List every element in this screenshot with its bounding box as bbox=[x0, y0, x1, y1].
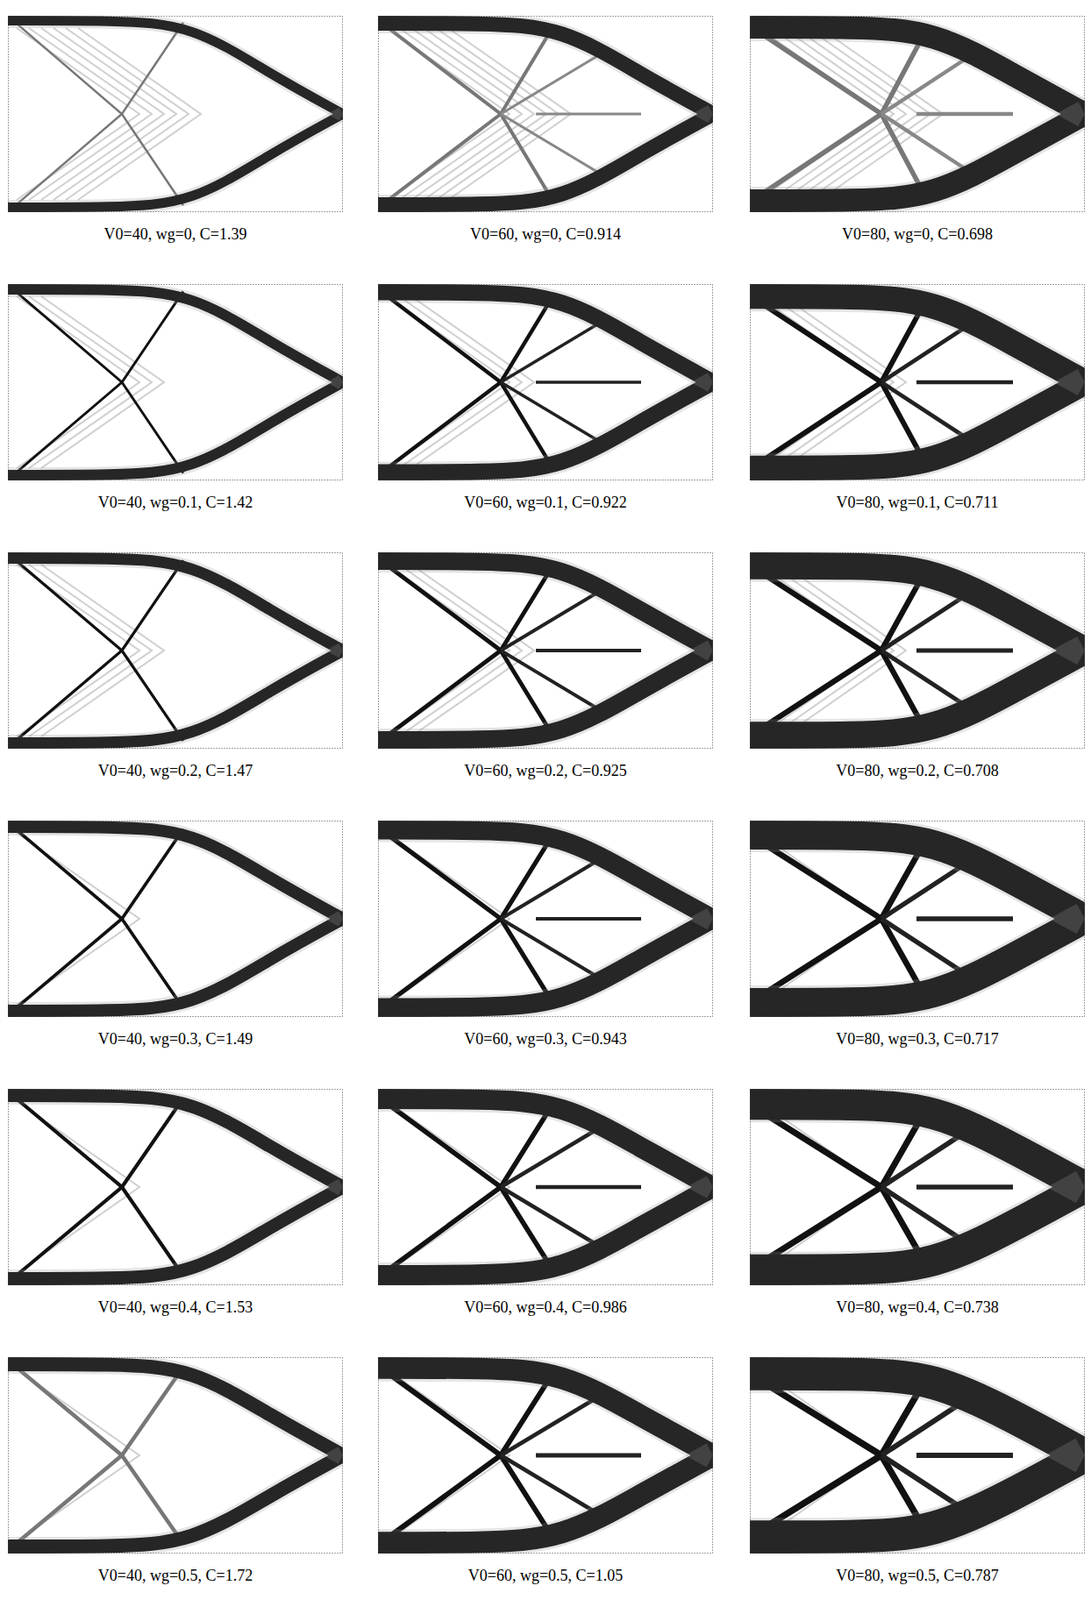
topology-result bbox=[741, 1090, 1085, 1286]
panel-caption: V0=80, wg=0.4, C=0.738 bbox=[835, 1297, 999, 1318]
panel-caption: V0=40, wg=0, C=1.39 bbox=[104, 224, 248, 244]
topology-result bbox=[0, 1358, 343, 1555]
topology-result bbox=[0, 285, 343, 481]
topology-result bbox=[741, 1358, 1085, 1555]
topology-result bbox=[369, 16, 714, 213]
panel-caption: V0=80, wg=0.5, C=0.787 bbox=[835, 1566, 999, 1586]
panel-caption: V0=40, wg=0.5, C=1.72 bbox=[98, 1566, 253, 1586]
panel-caption: V0=40, wg=0.3, C=1.49 bbox=[98, 1029, 253, 1049]
panel-caption: V0=40, wg=0.2, C=1.47 bbox=[98, 761, 253, 781]
topology-result bbox=[741, 285, 1085, 481]
topology-result bbox=[0, 16, 343, 213]
panel-caption: V0=60, wg=0, C=0.914 bbox=[470, 224, 621, 244]
topology-result bbox=[369, 1358, 714, 1555]
panel-caption: V0=60, wg=0.2, C=0.925 bbox=[463, 761, 627, 781]
topology-result bbox=[741, 16, 1085, 213]
panel-caption: V0=80, wg=0, C=0.698 bbox=[841, 224, 993, 244]
panel-caption: V0=60, wg=0.3, C=0.943 bbox=[463, 1029, 627, 1049]
topology-result bbox=[0, 821, 343, 1018]
panel-caption: V0=80, wg=0.1, C=0.711 bbox=[836, 492, 999, 513]
topology-result bbox=[0, 1090, 343, 1286]
panel-caption: V0=60, wg=0.5, C=1.05 bbox=[468, 1566, 623, 1586]
topology-result bbox=[369, 821, 714, 1018]
panel-caption: V0=80, wg=0.3, C=0.717 bbox=[835, 1029, 999, 1049]
topology-result bbox=[741, 821, 1085, 1018]
panel-caption: V0=40, wg=0.4, C=1.53 bbox=[98, 1297, 253, 1318]
panel-caption: V0=60, wg=0.1, C=0.922 bbox=[463, 492, 627, 513]
panel-caption: V0=40, wg=0.1, C=1.42 bbox=[98, 492, 253, 513]
topology-result bbox=[0, 553, 343, 749]
panel-caption: V0=60, wg=0.4, C=0.986 bbox=[463, 1297, 627, 1318]
topology-result bbox=[741, 553, 1085, 749]
topology-result bbox=[369, 285, 714, 481]
topology-result bbox=[369, 553, 714, 749]
topology-result bbox=[369, 1090, 714, 1286]
panel-caption: V0=80, wg=0.2, C=0.708 bbox=[835, 761, 999, 781]
